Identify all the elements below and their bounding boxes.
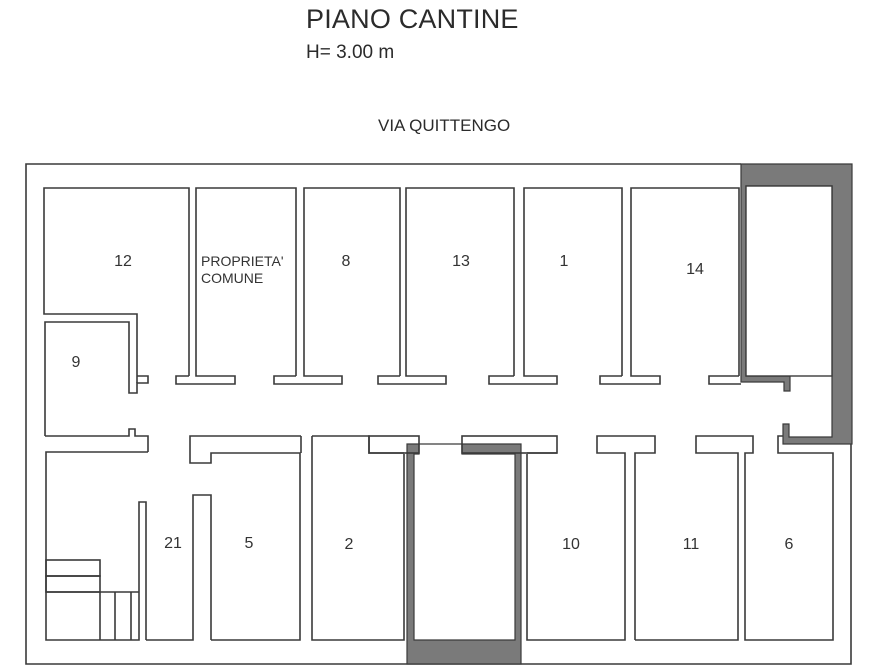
wall-room-12 xyxy=(43,187,190,383)
wall-room-5 xyxy=(189,435,301,641)
room-label-2: 2 xyxy=(344,536,354,553)
wall-room-stairs xyxy=(45,451,148,641)
room-label-13: 13 xyxy=(452,253,470,270)
wall-room-21 xyxy=(146,494,212,641)
room-label-8: 8 xyxy=(341,253,351,270)
wall-room-9 xyxy=(44,321,149,436)
ceiling-height-label: H= 3.00 m xyxy=(306,42,395,63)
wall-room-10 xyxy=(526,435,656,641)
room-label-common-line2: COMUNE xyxy=(201,270,264,286)
room-label-11: 11 xyxy=(682,536,700,553)
room-label-common-line1: PROPRIETA' xyxy=(201,253,284,269)
room-label-12: 12 xyxy=(114,253,132,270)
room-label-6: 6 xyxy=(784,536,794,553)
room-label-10: 10 xyxy=(562,536,580,553)
highlighted-unit-bottom-center xyxy=(406,443,522,665)
room-label-5: 5 xyxy=(244,535,254,552)
outer-wall xyxy=(25,163,852,665)
room-label-9: 9 xyxy=(71,354,81,371)
room-label-21: 21 xyxy=(164,535,182,552)
room-label-14: 14 xyxy=(686,261,704,278)
wall-room-11 xyxy=(635,435,834,641)
plan-title: PIANO CANTINE xyxy=(306,4,519,34)
room-label-1: 1 xyxy=(559,253,569,270)
street-label: VIA QUITTENGO xyxy=(378,116,511,135)
wall-room-2 xyxy=(311,436,405,641)
